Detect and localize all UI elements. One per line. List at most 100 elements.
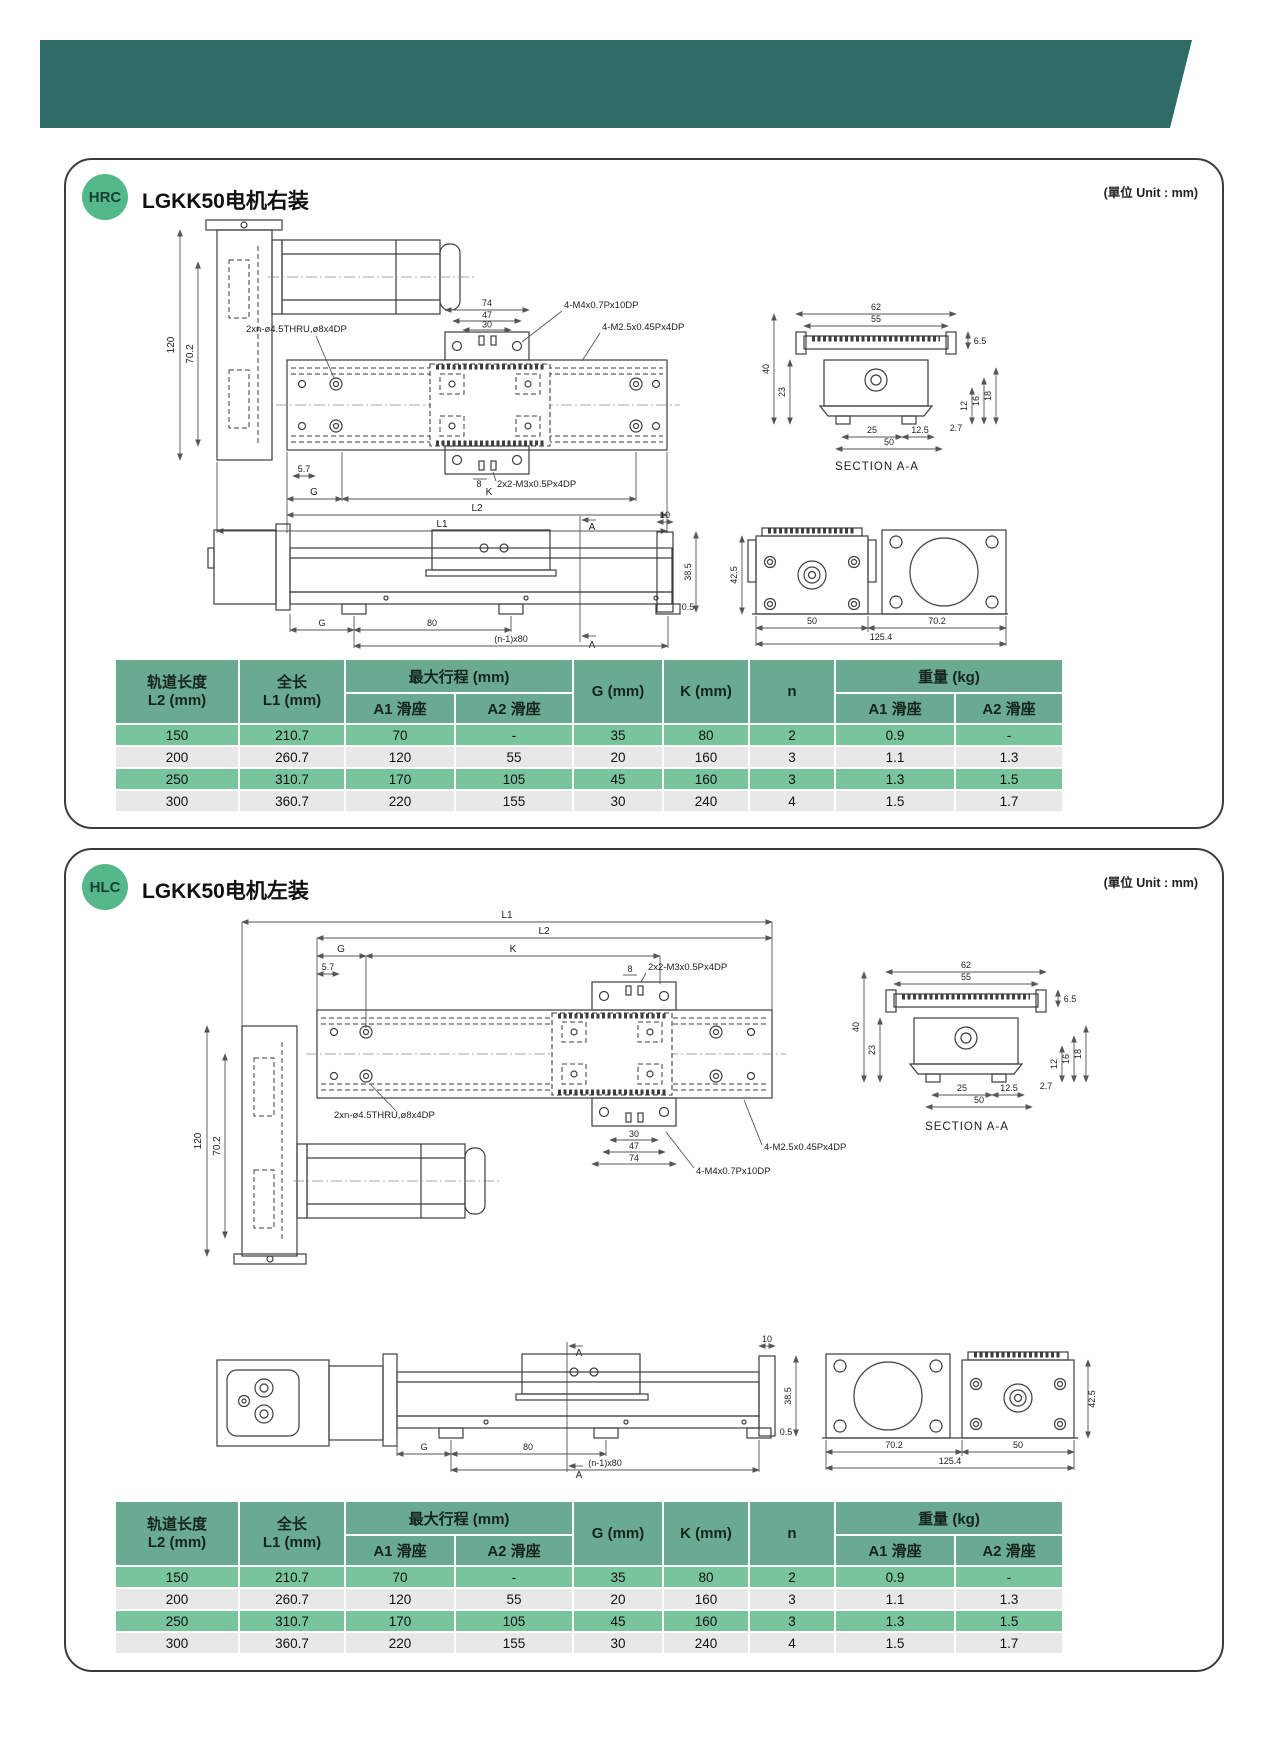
table-cell: 360.7 <box>240 791 344 811</box>
dim-label: 12.5 <box>1000 1083 1018 1093</box>
col-header-weight-a2: A2 滑座 <box>956 1536 1062 1565</box>
table-cell: 1.5 <box>956 769 1062 789</box>
table-cell: 200 <box>116 1589 238 1609</box>
technical-drawing-hlc: L1 L2 G K 5.7 8 2x2-M3x0.5Px4DP <box>193 910 1097 1481</box>
dim-label: 2.7 <box>1040 1081 1053 1091</box>
dim-label: 70.2 <box>885 1440 903 1450</box>
spec-table-hrc: 轨道长度 L2 (mm) 全长 L1 (mm) 最大行程 (mm) G (mm)… <box>114 658 1064 813</box>
dim-label: K <box>510 944 517 955</box>
section-mark: A <box>589 522 596 533</box>
dim-label: 50 <box>807 616 817 626</box>
dim-label: L1 <box>436 519 448 530</box>
table-cell: 20 <box>574 747 662 767</box>
top-banner <box>40 40 1192 128</box>
dim-label: 74 <box>482 298 492 308</box>
header-line: 轨道长度 <box>146 1516 207 1534</box>
dim-label: (n-1)x80 <box>494 634 528 644</box>
table-cell: 70 <box>346 725 454 745</box>
table-cell: 250 <box>116 769 238 789</box>
unit-label: (單位 Unit : mm) <box>1103 876 1198 890</box>
dim-label: 40 <box>761 364 771 374</box>
dim-label: 18 <box>983 391 993 401</box>
dim-label: (n-1)x80 <box>588 1458 622 1468</box>
table-row: 250 310.7 170 105 45 160 3 1.3 1.5 <box>116 769 1062 789</box>
col-header-n: n <box>750 660 834 723</box>
table-cell: 30 <box>574 1633 662 1653</box>
dim-label: 120 <box>166 336 177 353</box>
col-header-g: G (mm) <box>574 1502 662 1565</box>
dim-label: 38.5 <box>683 563 693 581</box>
table-cell: - <box>456 725 572 745</box>
table-cell: - <box>956 1567 1062 1587</box>
table-cell: 150 <box>116 725 238 745</box>
dim-label: 55 <box>871 314 881 324</box>
dim-label: 80 <box>523 1442 533 1452</box>
table-cell: 1.3 <box>836 1611 954 1631</box>
table-cell: 300 <box>116 791 238 811</box>
dim-label: 10 <box>762 1334 772 1344</box>
table-cell: 1.3 <box>836 769 954 789</box>
header-line: L2 (mm) <box>147 1533 207 1551</box>
section-badge-hrc: HRC <box>82 174 128 220</box>
col-header-a2-slider: A2 滑座 <box>456 1536 572 1565</box>
section-aa-view: 62 55 6.5 40 23 12 16 18 2.7 <box>761 302 999 473</box>
header-line: L2 (mm) <box>147 691 207 709</box>
table-cell: 210.7 <box>240 725 344 745</box>
header-line: L1 (mm) <box>262 1533 322 1551</box>
dim-label: 74 <box>629 1153 639 1163</box>
dim-label: L1 <box>501 910 513 921</box>
spec-table-hlc: 轨道长度 L2 (mm) 全长 L1 (mm) 最大行程 (mm) G (mm)… <box>114 1500 1064 1655</box>
unit-label: (單位 Unit : mm) <box>1103 186 1198 200</box>
dim-label: 0.5 <box>780 1427 793 1437</box>
table-cell: 360.7 <box>240 1633 344 1653</box>
table-cell: 300 <box>116 1633 238 1653</box>
table-cell: 240 <box>664 791 748 811</box>
dim-label: 8 <box>476 479 481 489</box>
header-line: 全长 <box>276 1516 307 1534</box>
dim-label: K <box>486 487 493 498</box>
dim-label: 80 <box>427 618 437 628</box>
dim-label: 12 <box>1049 1059 1059 1069</box>
table-cell: 250 <box>116 1611 238 1631</box>
dim-label: 50 <box>1013 1440 1023 1450</box>
dim-label: 2.7 <box>950 423 963 433</box>
section-caption: SECTION A-A <box>835 461 919 473</box>
dim-label: 70.2 <box>185 344 196 364</box>
dim-label: 47 <box>629 1141 639 1151</box>
col-header-k: K (mm) <box>664 1502 748 1565</box>
header-line: L1 (mm) <box>262 691 322 709</box>
table-cell: 160 <box>664 769 748 789</box>
dim-label: 70.2 <box>212 1136 223 1156</box>
dim-label: 6.5 <box>974 336 987 346</box>
table-cell: 70 <box>346 1567 454 1587</box>
col-header-a1-slider: A1 滑座 <box>346 1536 454 1565</box>
end-views: 42.5 70.2 50 125.4 <box>822 1351 1097 1471</box>
dim-label: 12.5 <box>911 425 929 435</box>
dim-label: 62 <box>961 960 971 970</box>
col-header-track-length: 轨道长度 L2 (mm) <box>116 660 238 723</box>
dim-label: L2 <box>538 926 550 937</box>
table-row: 300 360.7 220 155 30 240 4 1.5 1.7 <box>116 791 1062 811</box>
col-header-max-stroke: 最大行程 (mm) <box>346 660 572 692</box>
table-cell: 55 <box>456 747 572 767</box>
table-cell: 160 <box>664 747 748 767</box>
table-cell: 105 <box>456 769 572 789</box>
dim-label: 50 <box>884 437 894 447</box>
dim-label: 40 <box>851 1022 861 1032</box>
dim-label: 50 <box>974 1095 984 1105</box>
table-cell: 55 <box>456 1589 572 1609</box>
section-title: LGKK50电机右装 <box>142 190 309 213</box>
dim-label: 12 <box>959 401 969 411</box>
col-header-n: n <box>750 1502 834 1565</box>
side-view: A A 10 38.5 0.5 <box>207 510 699 651</box>
table-row: 200 260.7 120 55 20 160 3 1.1 1.3 <box>116 1589 1062 1609</box>
table-cell: 240 <box>664 1633 748 1653</box>
end-views: 42.5 50 70.2 125.4 <box>729 527 1008 647</box>
table-cell: 3 <box>750 769 834 789</box>
dim-label: 8 <box>627 964 632 974</box>
col-header-weight-a1: A1 滑座 <box>836 1536 954 1565</box>
table-cell: 105 <box>456 1611 572 1631</box>
table-cell: 1.7 <box>956 1633 1062 1653</box>
table-cell: 1.5 <box>836 1633 954 1653</box>
